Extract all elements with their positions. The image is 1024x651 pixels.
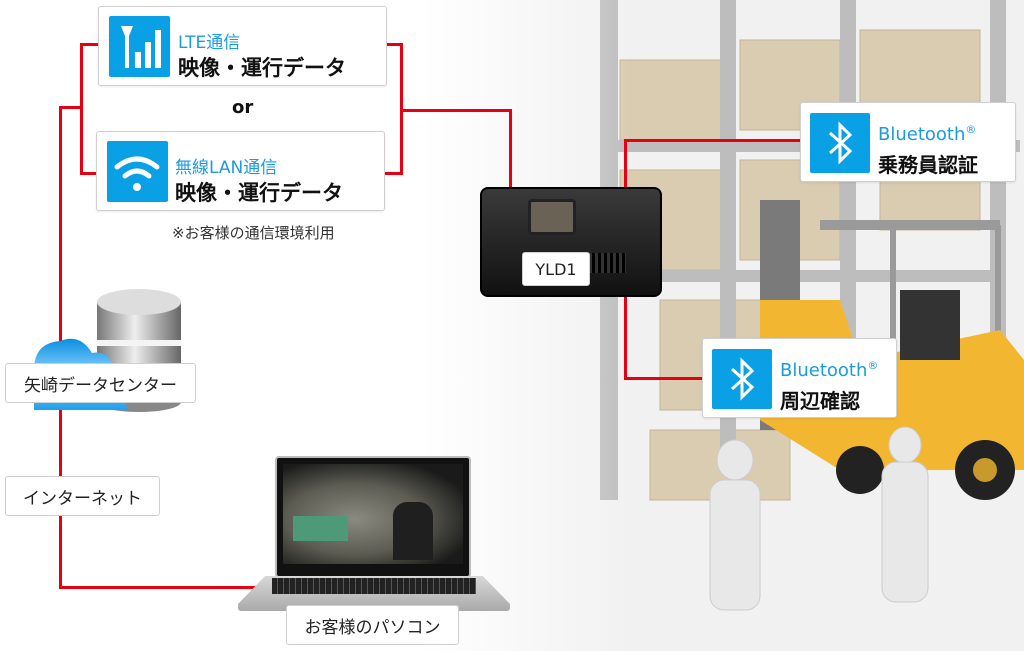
connector-wifi-left bbox=[80, 172, 97, 175]
laptop-keyboard bbox=[272, 578, 476, 594]
wifi-subtitle: 映像・運行データ bbox=[175, 181, 343, 205]
connector-wifi-right bbox=[384, 172, 403, 175]
camera-lens-icon bbox=[528, 199, 576, 235]
laptop-screen-video bbox=[283, 464, 463, 564]
bluetooth-icon bbox=[810, 113, 870, 173]
connector-to-device bbox=[400, 109, 512, 112]
internet-label: インターネット bbox=[5, 476, 160, 516]
bt-driver-card: Bluetooth® 乗務員認証 bbox=[800, 102, 1016, 182]
warehouse-illustration bbox=[420, 0, 1024, 651]
signal-bars-icon bbox=[109, 16, 170, 77]
connector-bracket-left-vertical bbox=[80, 43, 83, 175]
registered-mark: ® bbox=[965, 123, 977, 136]
lte-title: LTE通信 bbox=[178, 33, 241, 53]
pc-label: お客様のパソコン bbox=[286, 605, 459, 645]
laptop-icon bbox=[275, 456, 471, 578]
lte-card: LTE通信 映像・運行データ bbox=[98, 6, 387, 86]
wifi-icon bbox=[107, 141, 168, 202]
bt-driver-subtitle: 乗務員認証 bbox=[878, 153, 978, 177]
lte-subtitle: 映像・運行データ bbox=[178, 56, 346, 80]
bt-driver-title: Bluetooth® bbox=[878, 123, 976, 145]
bt-surround-title: Bluetooth® bbox=[780, 359, 878, 381]
bt-surround-title-text: Bluetooth bbox=[780, 360, 868, 381]
connector-trunk-bottom bbox=[59, 586, 261, 589]
wifi-card: 無線LAN通信 映像・運行データ bbox=[96, 131, 385, 211]
datacenter-label: 矢崎データセンター bbox=[5, 363, 196, 403]
connector-to-device-down bbox=[509, 109, 512, 191]
video-person bbox=[393, 502, 433, 560]
yld1-device: YLD1 bbox=[480, 187, 662, 297]
bt-driver-title-text: Bluetooth bbox=[878, 124, 966, 145]
device-label: YLD1 bbox=[522, 252, 590, 286]
network-note: ※お客様の通信環境利用 bbox=[172, 224, 335, 242]
connector-lte-right bbox=[386, 43, 403, 46]
bt-surround-subtitle: 周辺確認 bbox=[780, 389, 860, 413]
connector-bt-driver bbox=[624, 139, 802, 142]
connector-lte-left bbox=[80, 43, 99, 46]
bluetooth-icon bbox=[712, 349, 772, 409]
connector-bt-surround bbox=[624, 377, 704, 380]
connector-bracket-left bbox=[59, 106, 83, 109]
speaker-grille bbox=[586, 253, 626, 273]
bt-surround-card: Bluetooth® 周辺確認 bbox=[702, 338, 897, 418]
registered-mark: ® bbox=[867, 359, 879, 372]
wifi-title: 無線LAN通信 bbox=[175, 158, 278, 178]
video-floor bbox=[293, 516, 348, 541]
or-label: or bbox=[232, 97, 254, 118]
